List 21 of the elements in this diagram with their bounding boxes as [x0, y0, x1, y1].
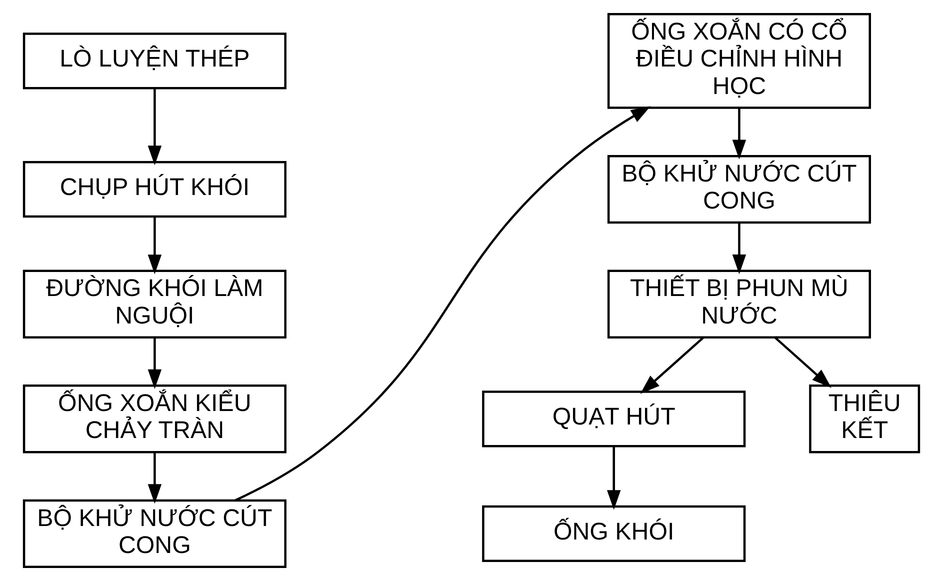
arrow	[732, 108, 746, 160]
arrow	[234, 106, 650, 502]
node-box: THIÊU KẾT	[808, 384, 920, 454]
node-box: ỐNG XOẮN KIỂU CHẢY TRÀN	[22, 384, 286, 454]
node-box: QUẠT HÚT	[482, 390, 746, 448]
arrow	[774, 336, 831, 388]
arrow	[147, 452, 162, 504]
arrow	[606, 446, 620, 510]
arrow	[147, 216, 162, 274]
node-box: THIẾT BỊ PHUN MÙ NƯỚC	[606, 270, 870, 338]
node-box: ỐNG KHÓI	[482, 505, 746, 562]
arrow	[640, 336, 704, 394]
arrow	[732, 222, 746, 274]
node-box: ĐƯỜNG KHÓI LÀM NGUỘI	[22, 270, 286, 338]
node-box: ỐNG XOẮN CÓ CỔ ĐIỀU CHỈNH HÌNH HỌC	[606, 12, 870, 109]
node-box: BỘ KHỬ NƯỚC CÚT CONG	[606, 154, 870, 224]
arrow	[147, 337, 162, 389]
node-box: LÒ LUYỆN THÉP	[22, 32, 286, 90]
node-box: BỘ KHỬ NƯỚC CÚT CONG	[22, 499, 286, 568]
node-box: CHỤP HÚT KHÓI	[22, 160, 286, 218]
arrow	[147, 88, 162, 166]
